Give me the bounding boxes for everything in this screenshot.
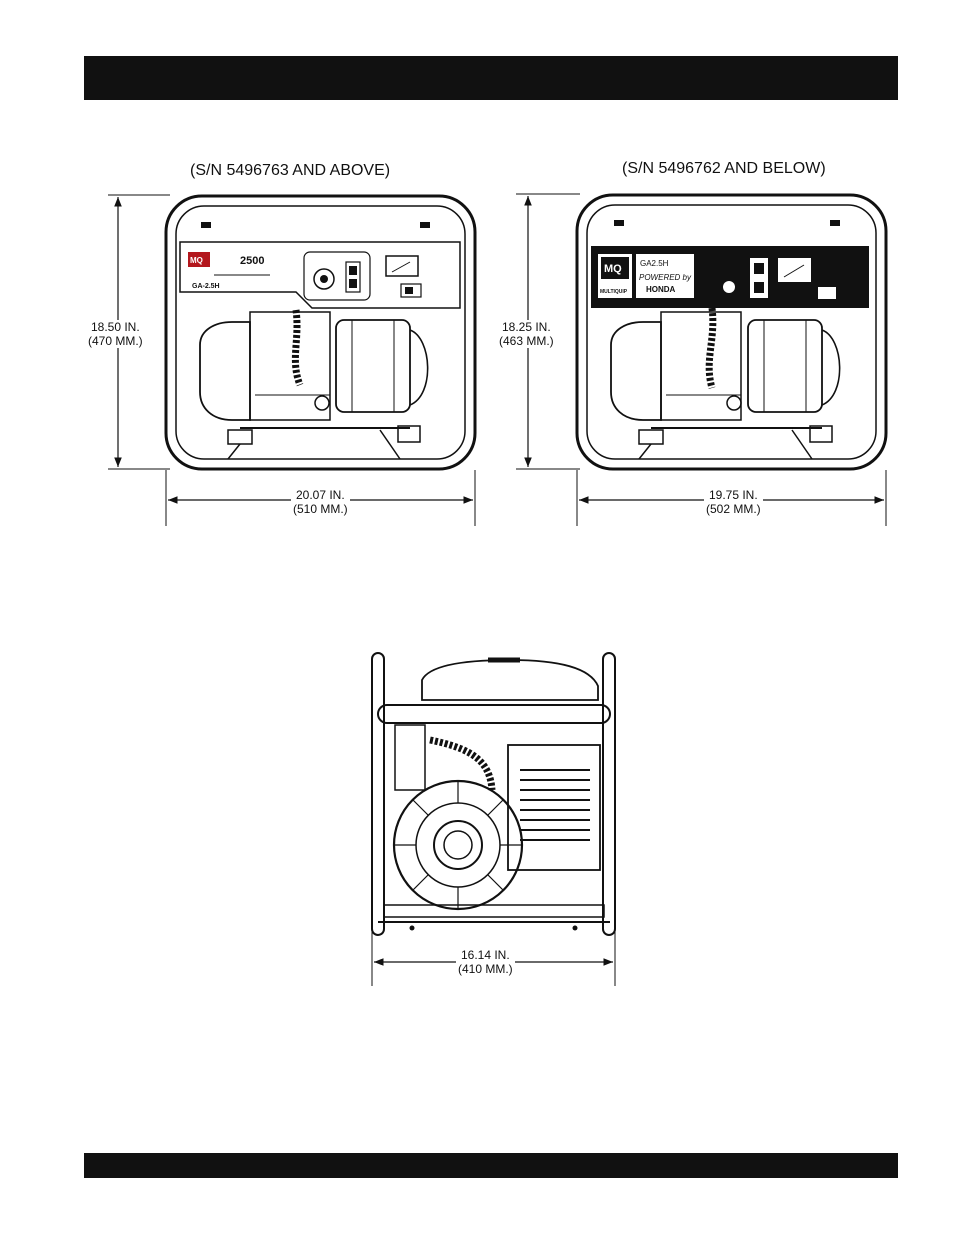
height-label-new: 18.50 IN. (470 MM.) — [86, 320, 145, 348]
width-label-side: 16.14 IN. (410 MM.) — [456, 948, 515, 976]
generator-side-view — [372, 653, 615, 986]
logo-name-old: MULTIQUIP — [600, 289, 628, 295]
logo-mark-new: MQ — [190, 256, 203, 265]
generator-front-view-old — [516, 194, 886, 526]
width-label-old: 19.75 IN. (502 MM.) — [704, 488, 763, 516]
model-number-new: 2500 — [240, 255, 264, 267]
brand-label: HONDA — [646, 285, 676, 294]
width-label-new: 20.07 IN. (510 MM.) — [291, 488, 350, 516]
model-code-new: GA-2.5H — [192, 283, 220, 290]
generator-front-view-new — [108, 195, 475, 526]
powered-by-label: POWERED by — [639, 273, 692, 282]
height-label-old: 18.25 IN. (463 MM.) — [497, 320, 556, 348]
model-code-old: GA2.5H — [640, 259, 669, 268]
logo-mark-old: MQ — [604, 263, 622, 275]
